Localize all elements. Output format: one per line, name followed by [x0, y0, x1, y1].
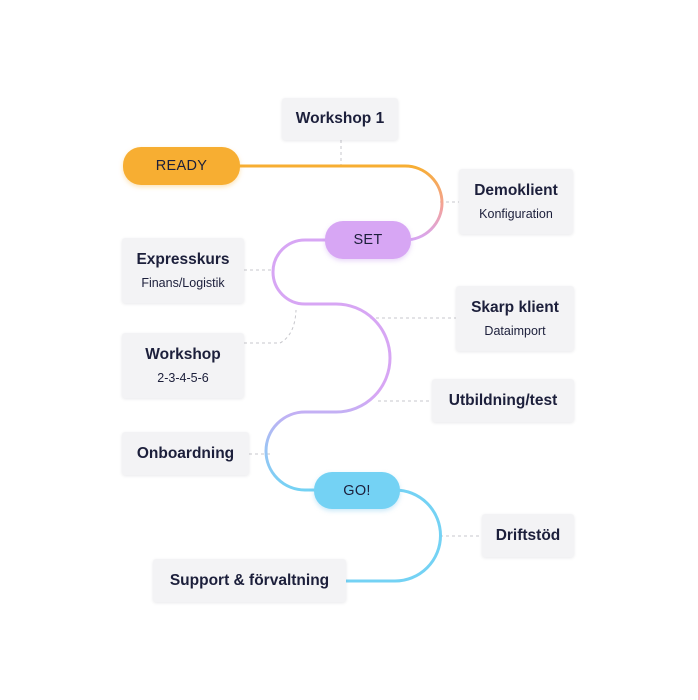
step-subtitle: Dataimport [484, 324, 546, 339]
connector-lines [244, 140, 482, 537]
step-workshop-series: Workshop 2-3-4-5-6 [122, 333, 244, 398]
step-title: Skarp klient [471, 298, 559, 316]
step-driftstod: Driftstöd [482, 514, 574, 557]
step-subtitle: 2-3-4-5-6 [157, 371, 209, 386]
step-skarp-klient: Skarp klient Dataimport [456, 286, 574, 351]
connector-workshop-series [244, 309, 297, 344]
step-onboardning: Onboardning [122, 432, 249, 475]
step-support-forvaltning: Support & förvaltning [153, 559, 346, 602]
step-title: Utbildning/test [448, 391, 558, 409]
milestone-set-label: SET [353, 232, 383, 248]
step-subtitle: Finans/Logistik [141, 276, 225, 291]
step-title: Workshop 1 [295, 110, 385, 128]
step-demoklient: Demoklient Konfiguration [459, 169, 573, 234]
step-utbildning-test: Utbildning/test [432, 379, 574, 422]
milestone-ready-label: READY [155, 158, 208, 174]
step-expresskurs: Expresskurs Finans/Logistik [122, 238, 244, 303]
step-subtitle: Konfiguration [479, 207, 553, 222]
path-go-to-end [343, 488, 442, 583]
step-title: Driftstöd [495, 526, 561, 544]
path-set-to-go [264, 238, 392, 492]
step-title: Support & förvaltning [169, 571, 330, 589]
milestone-go: GO! [314, 472, 400, 509]
step-title: Expresskurs [136, 250, 230, 268]
milestone-go-label: GO! [343, 482, 371, 499]
milestone-set: SET [325, 221, 411, 259]
step-workshop-1: Workshop 1 [282, 98, 398, 140]
step-title: Demoklient [474, 181, 558, 199]
milestone-ready: READY [123, 147, 240, 185]
step-title: Workshop [145, 345, 221, 363]
path-ready-to-set [228, 164, 444, 242]
step-title: Onboardning [136, 444, 235, 462]
